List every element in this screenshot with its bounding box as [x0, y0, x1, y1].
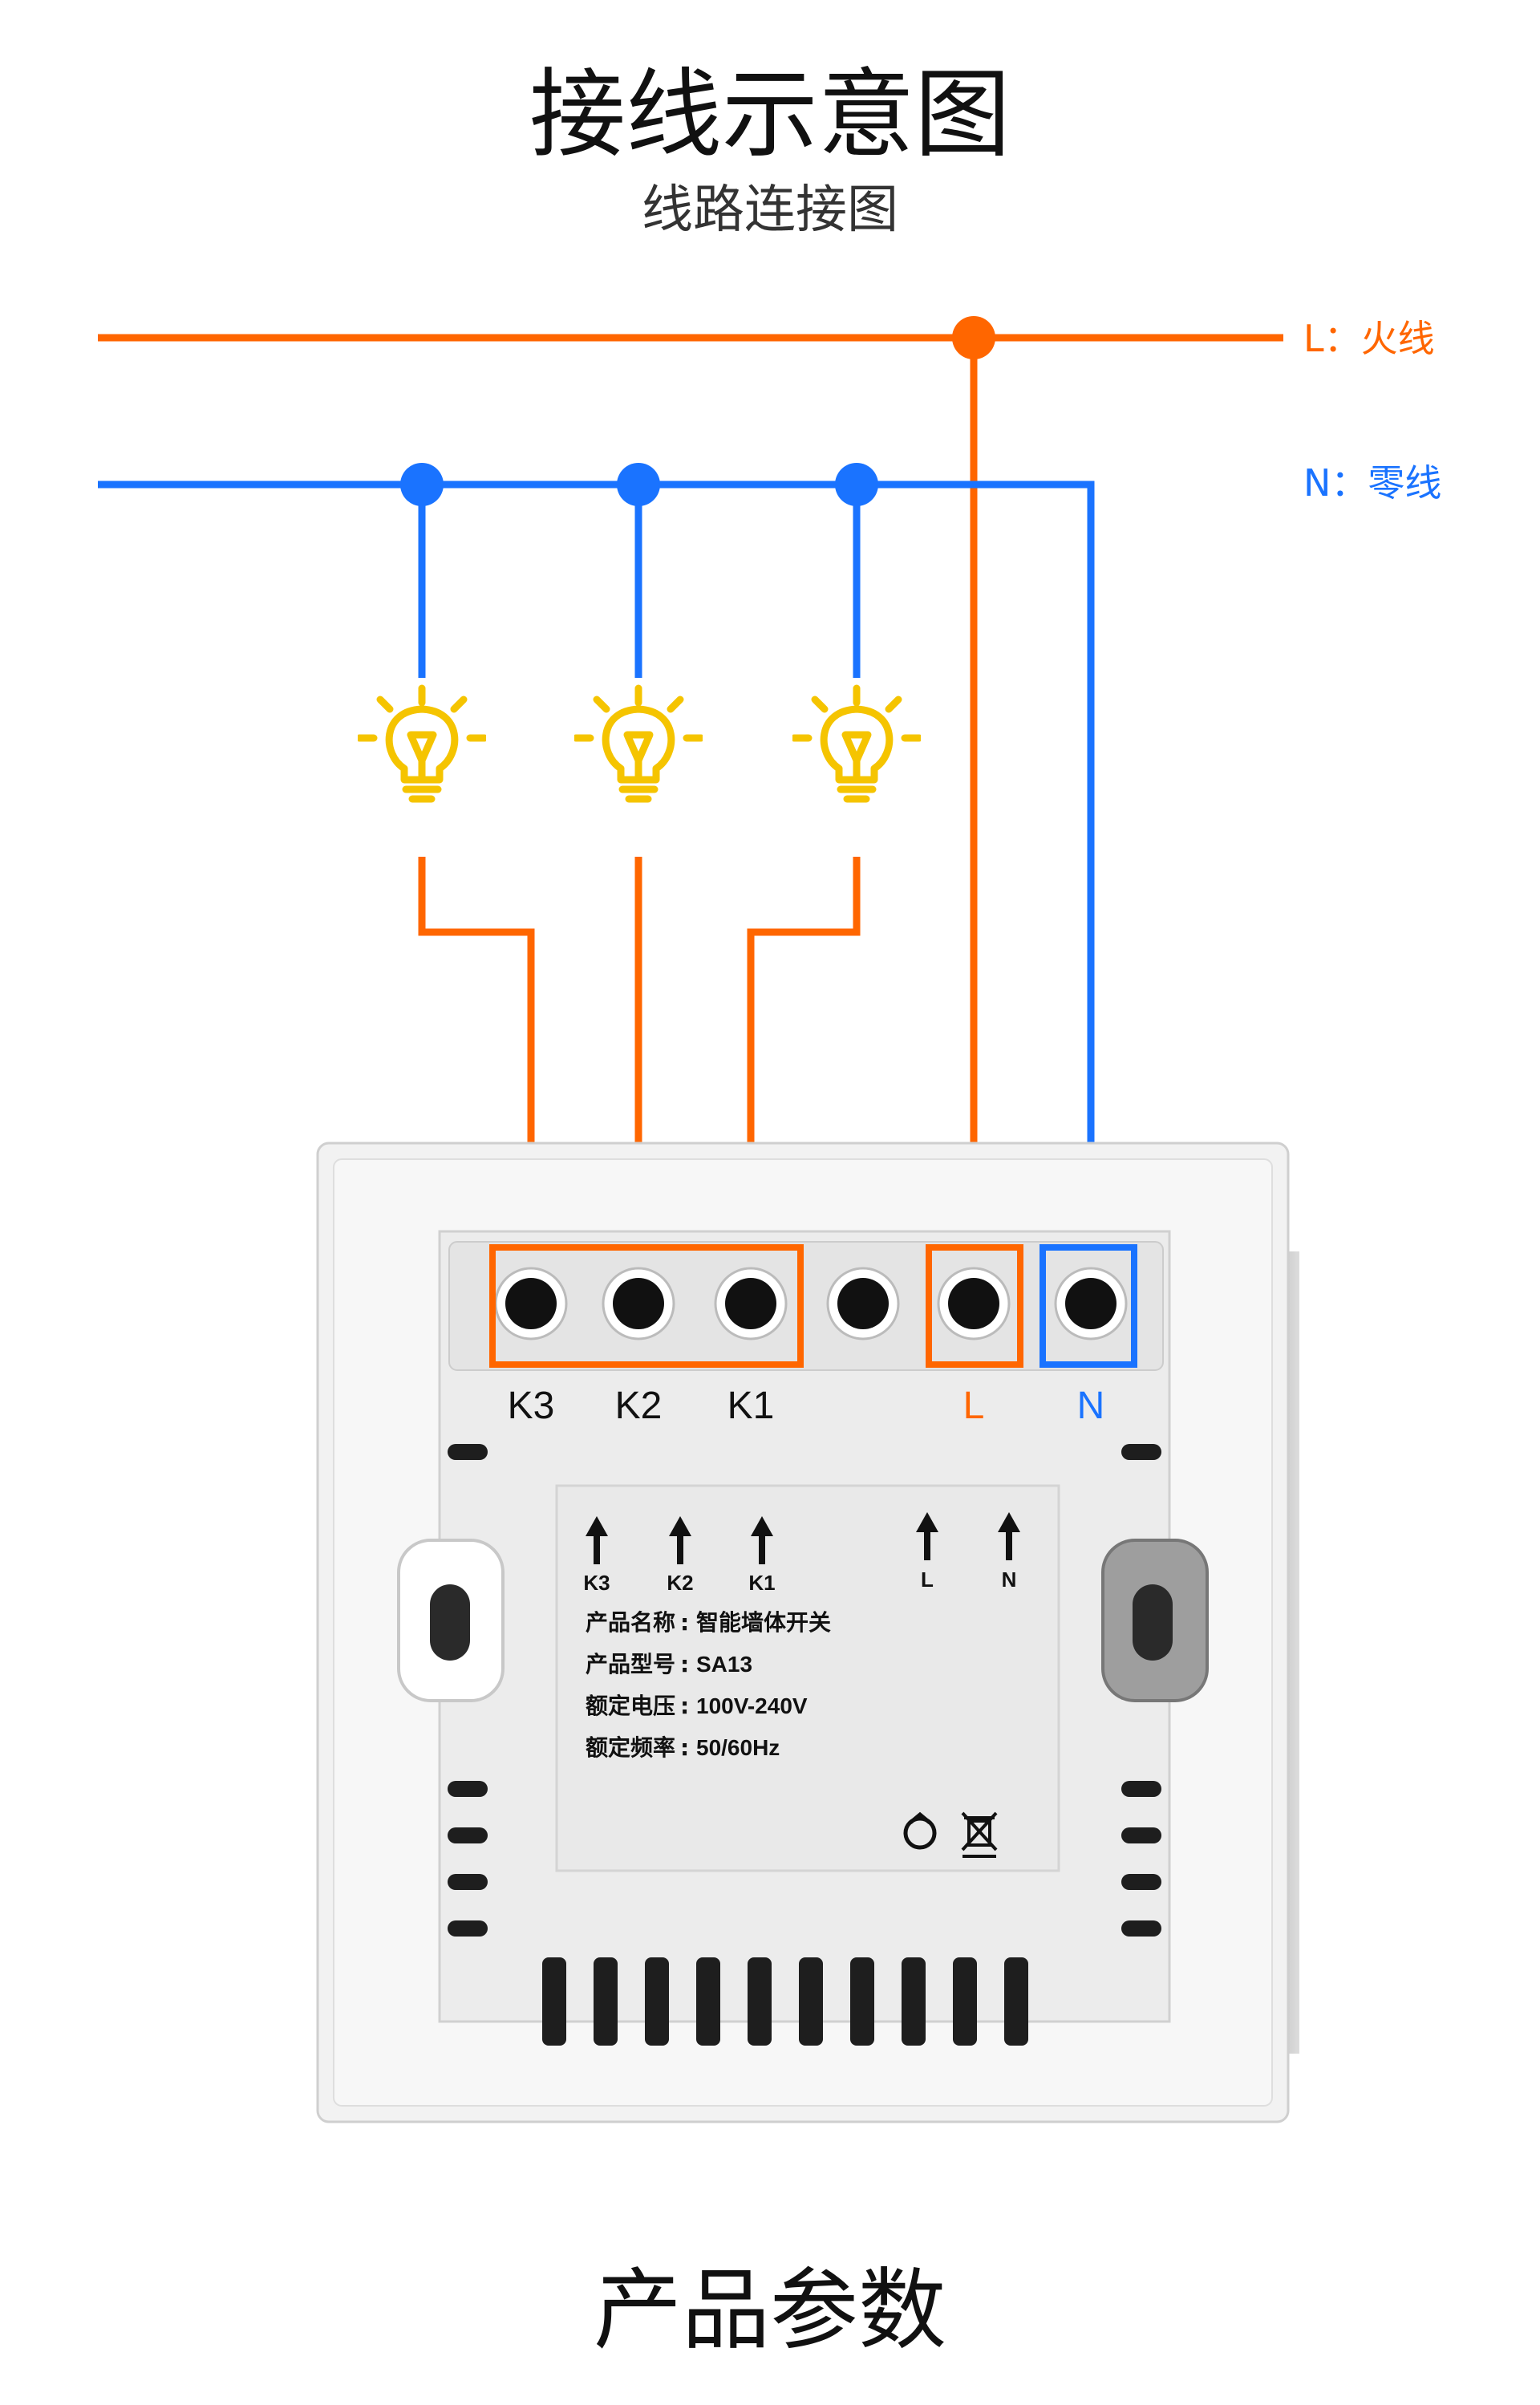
label-arrow-l: L	[921, 1568, 934, 1592]
label-arrow-k3: K3	[583, 1571, 610, 1595]
footer-title: 产品参数	[594, 2259, 946, 2362]
label-arrow-k1: K1	[748, 1571, 775, 1595]
page-title: 接线示意图	[529, 59, 1011, 171]
terminal-k2	[602, 1267, 675, 1340]
terminal-k1	[714, 1267, 788, 1340]
l-terminal-highlight-box	[926, 1244, 1023, 1368]
spec-value-name: 智能墙体开关	[696, 1609, 831, 1636]
spec-value-frequency: 50/60Hz	[696, 1735, 780, 1760]
spec-value-model: SA13	[696, 1652, 752, 1677]
terminal-l	[937, 1267, 1011, 1340]
k3-wire	[418, 857, 535, 1316]
page-subtitle: 线路连接图	[642, 180, 898, 240]
spec-key-frequency: 额定频率	[586, 1734, 675, 1761]
spec-key-voltage: 额定电压	[586, 1693, 675, 1719]
terminal-label-l: L	[963, 1385, 985, 1427]
label-arrow-n: N	[1002, 1568, 1017, 1592]
legend-live: L：火线	[1303, 317, 1435, 360]
n-terminal-highlight-box	[1040, 1244, 1137, 1368]
terminal-label-k1: K1	[727, 1385, 775, 1427]
terminal-label-n: N	[1077, 1385, 1105, 1427]
spec-sep-1: :	[680, 1609, 689, 1636]
terminal-k3	[494, 1267, 568, 1340]
spec-key-name: 产品名称	[586, 1609, 675, 1636]
k1-wire	[747, 857, 861, 1316]
spec-sep-4: :	[680, 1734, 689, 1761]
spec-sep-2: :	[680, 1651, 689, 1677]
recycle-icon	[903, 1811, 937, 1850]
product-label-sticker	[555, 1484, 1060, 1872]
spec-value-voltage: 100V-240V	[696, 1693, 808, 1718]
label-arrow-k2: K2	[667, 1571, 693, 1595]
bulb-icon-3	[794, 688, 919, 799]
bulb-icon-1	[359, 688, 484, 799]
weee-bin-icon	[961, 1811, 998, 1858]
label-arrows	[586, 1512, 1020, 1564]
spec-sep-3: :	[680, 1693, 689, 1719]
terminal-label-k2: K2	[615, 1385, 663, 1427]
terminal-n	[1054, 1267, 1128, 1340]
legend-neutral: N：零线	[1303, 461, 1441, 505]
terminal-unused	[826, 1267, 900, 1340]
terminal-label-k3: K3	[508, 1385, 555, 1427]
k-terminals-highlight-box	[489, 1244, 804, 1368]
bulb-icon-2	[576, 688, 701, 799]
spec-key-model: 产品型号	[586, 1651, 675, 1677]
